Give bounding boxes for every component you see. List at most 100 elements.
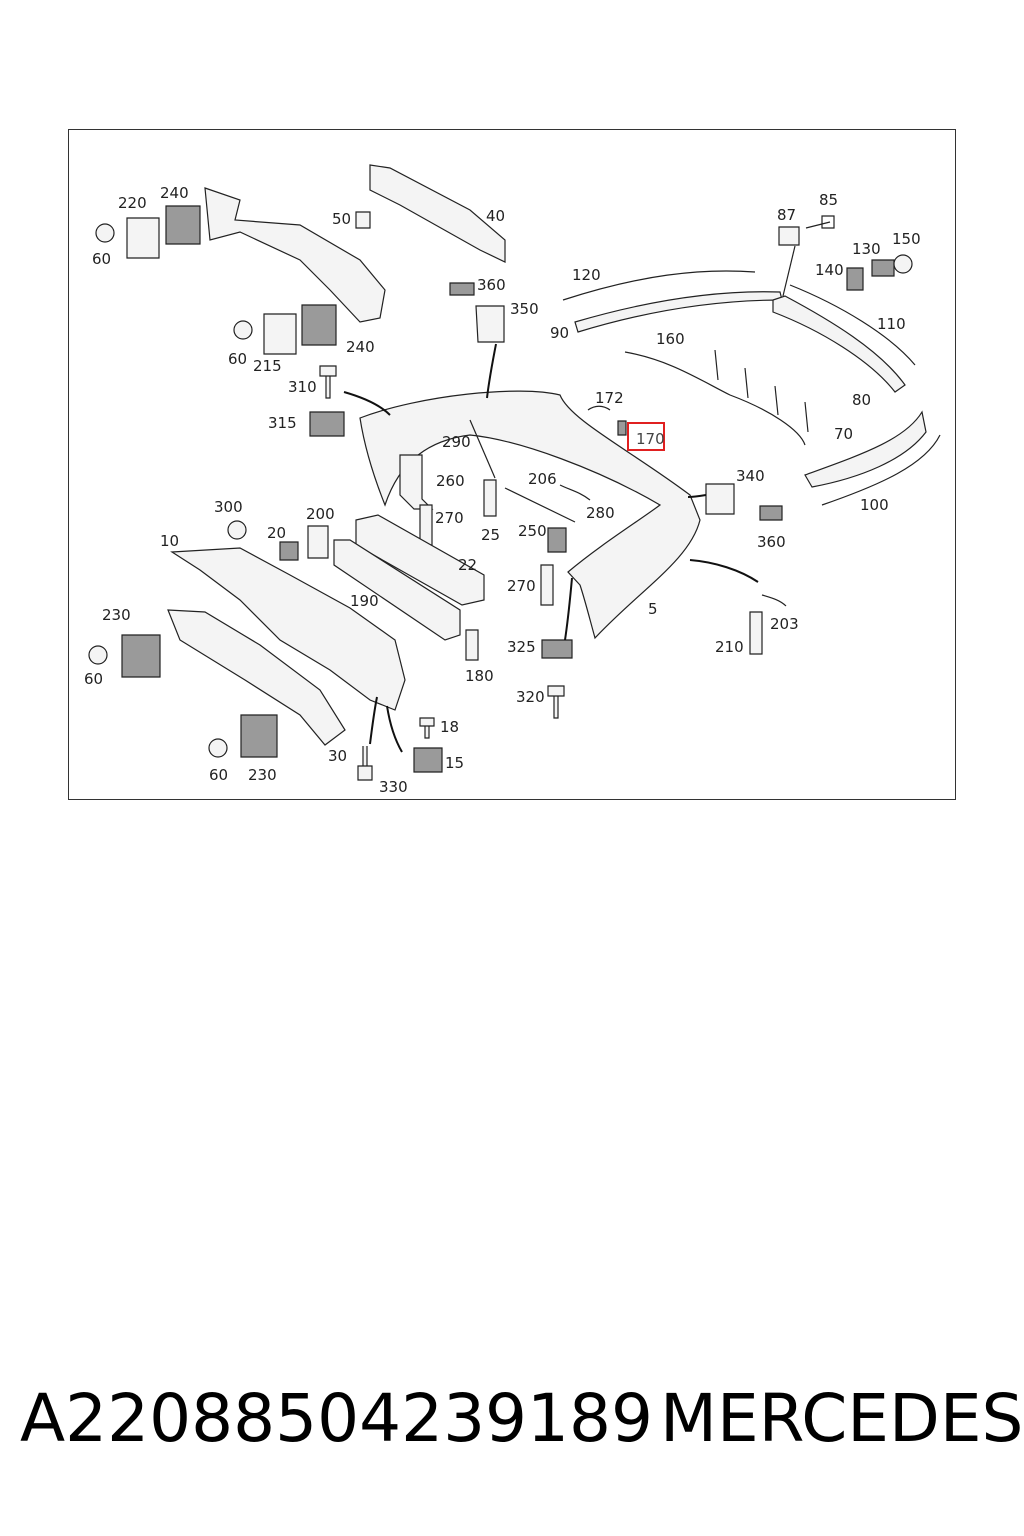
highlight-box-170 bbox=[627, 422, 665, 451]
part-label[interactable]: 140 bbox=[815, 261, 844, 279]
leader-290 bbox=[469, 419, 496, 479]
part-350-drawing bbox=[475, 305, 505, 343]
part-label[interactable]: 5 bbox=[648, 600, 658, 618]
arrow-15-to-beam bbox=[386, 705, 403, 753]
leader-87 bbox=[782, 245, 796, 297]
part-label[interactable]: 320 bbox=[516, 688, 545, 706]
part-label[interactable]: 360 bbox=[477, 276, 506, 294]
part-160-drawing bbox=[624, 349, 809, 446]
part-label[interactable]: 40 bbox=[486, 207, 505, 225]
part-label[interactable]: 80 bbox=[852, 391, 871, 409]
part-label[interactable]: 100 bbox=[860, 496, 889, 514]
part-270b-drawing bbox=[540, 564, 554, 606]
part-15-drawing bbox=[413, 747, 443, 773]
part-label[interactable]: 50 bbox=[332, 210, 351, 228]
part-label[interactable]: 230 bbox=[102, 606, 131, 624]
part-label[interactable]: 60 bbox=[84, 670, 103, 688]
part-label[interactable]: 10 bbox=[160, 532, 179, 550]
part-label[interactable]: 340 bbox=[736, 467, 765, 485]
part-360-right-drawing bbox=[759, 505, 783, 521]
part-110-drawing bbox=[789, 284, 916, 366]
part-label[interactable]: 250 bbox=[518, 522, 547, 540]
part-90-drawing bbox=[574, 291, 783, 333]
part-label[interactable]: 300 bbox=[214, 498, 243, 516]
arrow-315-to-cover bbox=[343, 391, 391, 416]
part-130-drawing bbox=[871, 259, 895, 277]
part-label[interactable]: 315 bbox=[268, 414, 297, 432]
part-label[interactable]: 172 bbox=[595, 389, 624, 407]
part-label[interactable]: 22 bbox=[458, 556, 477, 574]
part-label[interactable]: 210 bbox=[715, 638, 744, 656]
part-labels: 40 50 220 240 60 360 350 120 90 87 85 13… bbox=[84, 184, 921, 796]
part-label[interactable]: 110 bbox=[877, 315, 906, 333]
part-label[interactable]: 290 bbox=[442, 433, 471, 451]
part-label[interactable]: 25 bbox=[481, 526, 500, 544]
part-label[interactable]: 170 bbox=[636, 430, 665, 448]
part-50-drawing bbox=[355, 211, 371, 229]
part-label[interactable]: 70 bbox=[834, 425, 853, 443]
part-label[interactable]: 215 bbox=[253, 357, 282, 375]
part-label[interactable]: 30 bbox=[328, 747, 347, 765]
part-230b-drawing bbox=[240, 714, 278, 758]
part-340-drawing bbox=[705, 483, 735, 515]
part-87-drawing bbox=[778, 226, 800, 246]
part-270-drawing bbox=[419, 504, 433, 546]
part-120-drawing bbox=[562, 270, 756, 301]
arrow-203-to-cover bbox=[689, 559, 759, 583]
part-label[interactable]: 240 bbox=[346, 338, 375, 356]
part-85-drawing bbox=[805, 215, 835, 229]
part-label[interactable]: 87 bbox=[777, 206, 796, 224]
part-label[interactable]: 190 bbox=[350, 592, 379, 610]
part-label[interactable]: 90 bbox=[550, 324, 569, 342]
part-label[interactable]: 130 bbox=[852, 240, 881, 258]
part-100-drawing bbox=[821, 434, 941, 506]
part-label[interactable]: 20 bbox=[267, 524, 286, 542]
part-label[interactable]: 260 bbox=[436, 472, 465, 490]
footer: A22088504239189 MERCEDES bbox=[0, 1380, 1024, 1470]
arrow-330-to-beam bbox=[369, 696, 378, 745]
part-label[interactable]: 206 bbox=[528, 470, 557, 488]
part-label[interactable]: 203 bbox=[770, 615, 799, 633]
part-label[interactable]: 325 bbox=[507, 638, 536, 656]
part-310-drawing bbox=[319, 365, 337, 399]
part-220-drawing bbox=[126, 217, 160, 259]
part-label[interactable]: 160 bbox=[656, 330, 685, 348]
part-200-drawing bbox=[307, 525, 329, 559]
part-label[interactable]: 60 bbox=[228, 350, 247, 368]
part-260-drawing bbox=[399, 454, 434, 510]
part-label[interactable]: 15 bbox=[445, 754, 464, 772]
part-30-drawing bbox=[167, 609, 346, 746]
part-206-drawing bbox=[559, 484, 591, 501]
part-label[interactable]: 310 bbox=[288, 378, 317, 396]
arrow-325-to-cover bbox=[564, 577, 573, 641]
part-label[interactable]: 60 bbox=[92, 250, 111, 268]
part-label[interactable]: 360 bbox=[757, 533, 786, 551]
part-label[interactable]: 60 bbox=[209, 766, 228, 784]
part-250-drawing bbox=[547, 527, 567, 553]
part-label[interactable]: 270 bbox=[435, 509, 464, 527]
part-170-drawing bbox=[617, 420, 627, 436]
part-140-drawing bbox=[846, 267, 864, 291]
part-240-mid-drawing bbox=[301, 304, 337, 346]
part-label[interactable]: 220 bbox=[118, 194, 147, 212]
part-label[interactable]: 280 bbox=[586, 504, 615, 522]
part-360-drawing bbox=[449, 282, 475, 296]
part-label[interactable]: 270 bbox=[507, 577, 536, 595]
part-label[interactable]: 330 bbox=[379, 778, 408, 796]
part-label[interactable]: 240 bbox=[160, 184, 189, 202]
part-80-drawing bbox=[772, 295, 906, 393]
part-20-drawing bbox=[279, 541, 299, 561]
part-label[interactable]: 350 bbox=[510, 300, 539, 318]
part-60-nut-drawing bbox=[95, 223, 115, 243]
part-label[interactable]: 18 bbox=[440, 718, 459, 736]
part-150-drawing bbox=[893, 254, 913, 274]
part-label[interactable]: 180 bbox=[465, 667, 494, 685]
part-label[interactable]: 200 bbox=[306, 505, 335, 523]
part-18-drawing bbox=[419, 717, 435, 739]
part-label[interactable]: 230 bbox=[248, 766, 277, 784]
part-230-drawing bbox=[121, 634, 161, 678]
part-label[interactable]: 150 bbox=[892, 230, 921, 248]
part-label[interactable]: 120 bbox=[572, 266, 601, 284]
part-label[interactable]: 85 bbox=[819, 191, 838, 209]
part-60-mid-nut-drawing bbox=[233, 320, 253, 340]
